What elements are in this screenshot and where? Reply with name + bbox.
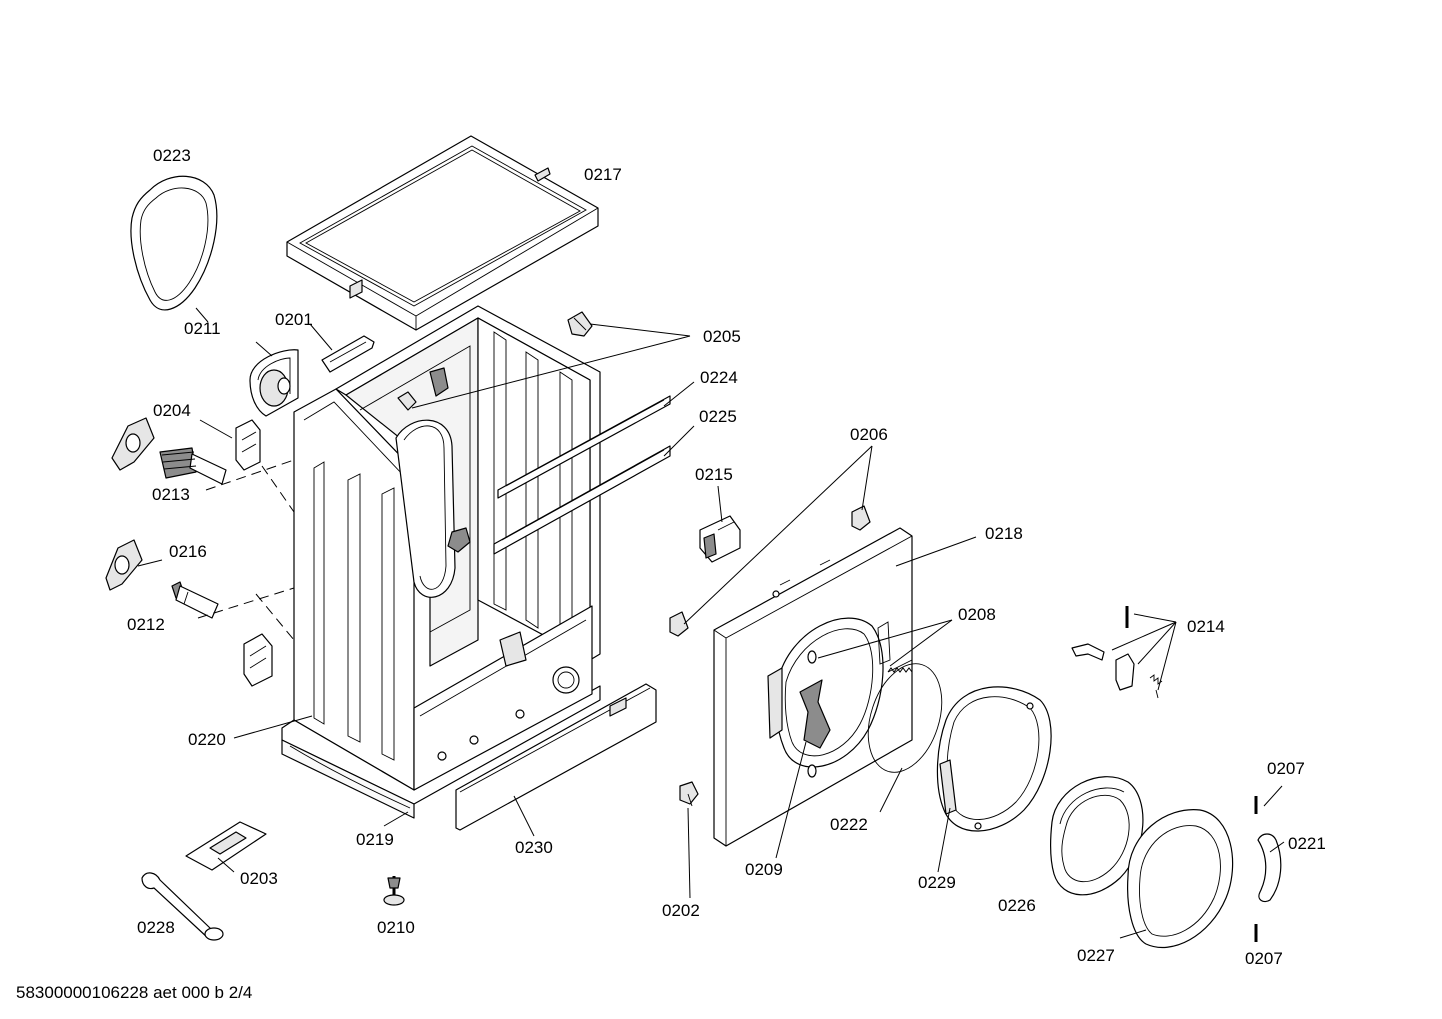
part-0223-seal — [130, 175, 218, 311]
drawing-reference-footer: 58300000106228 aet 000 b 2/4 — [16, 983, 252, 1002]
label-0214: 0214 — [1187, 617, 1225, 636]
part-0212-absorber — [171, 581, 219, 619]
part-0226-door-glass — [1050, 776, 1144, 896]
label-0216: 0216 — [169, 542, 207, 561]
part-0204-bracket-upper — [235, 419, 261, 471]
label-0219: 0219 — [356, 830, 394, 849]
leader-lines — [137, 307, 1285, 939]
part-0201-bracket — [321, 335, 375, 373]
label-0220: 0220 — [188, 730, 226, 749]
part-0229-door-frame — [936, 686, 1052, 832]
part-0215-door-lock — [699, 515, 741, 563]
label-0204: 0204 — [153, 401, 191, 420]
label-0210: 0210 — [377, 918, 415, 937]
part-0204-foot-upper — [111, 417, 155, 471]
label-0207-lower: 0207 — [1245, 949, 1283, 968]
label-0217: 0217 — [584, 165, 622, 184]
part-0213-absorber — [159, 447, 227, 485]
assembly-dashed-lines — [197, 459, 295, 641]
label-0215: 0215 — [695, 465, 733, 484]
part-0230-plinth-cover — [455, 683, 657, 831]
label-0206: 0206 — [850, 425, 888, 444]
label-0218: 0218 — [985, 524, 1023, 543]
part-0216-foot-lower — [105, 539, 143, 591]
label-0211: 0211 — [184, 319, 221, 338]
part-0204-bracket-lower — [243, 633, 273, 687]
label-0205: 0205 — [703, 327, 741, 346]
part-0202-plug — [679, 781, 699, 807]
part-0206-clip-b — [669, 611, 689, 637]
part-0205-clip — [567, 311, 593, 337]
part-0203-plate — [185, 821, 267, 871]
part-0211-housing — [249, 349, 299, 417]
label-0213: 0213 — [152, 485, 190, 504]
label-0208: 0208 — [958, 605, 996, 624]
label-0228: 0228 — [137, 918, 175, 937]
label-0229: 0229 — [918, 873, 956, 892]
part-0221-handle — [1257, 833, 1282, 903]
label-0227: 0227 — [1077, 946, 1115, 965]
part-0217-worktop — [286, 135, 599, 331]
part-0220-cabinet — [281, 305, 671, 819]
part-0222-wire — [867, 659, 943, 773]
label-0209: 0209 — [745, 860, 783, 879]
part-0210-foot — [383, 876, 405, 906]
label-0202: 0202 — [662, 901, 700, 920]
label-0201: 0201 — [275, 310, 313, 329]
label-0203: 0203 — [240, 869, 278, 888]
part-0227-door-ring — [1127, 809, 1234, 949]
part-labels: 0223 0217 0211 0201 0205 0224 0204 0225 … — [127, 146, 1326, 968]
part-0214-hinge — [1071, 606, 1163, 699]
label-0223: 0223 — [153, 146, 191, 165]
label-0224: 0224 — [700, 368, 738, 387]
label-0225: 0225 — [699, 407, 737, 426]
part-0218-front-panel — [713, 527, 913, 847]
label-0226: 0226 — [998, 896, 1036, 915]
label-0207-upper: 0207 — [1267, 759, 1305, 778]
label-0221: 0221 — [1288, 834, 1326, 853]
part-0228-wrench — [141, 872, 224, 941]
label-0222: 0222 — [830, 815, 868, 834]
label-0230: 0230 — [515, 838, 553, 857]
label-0212: 0212 — [127, 615, 165, 634]
part-0206-clip-a — [851, 505, 871, 531]
